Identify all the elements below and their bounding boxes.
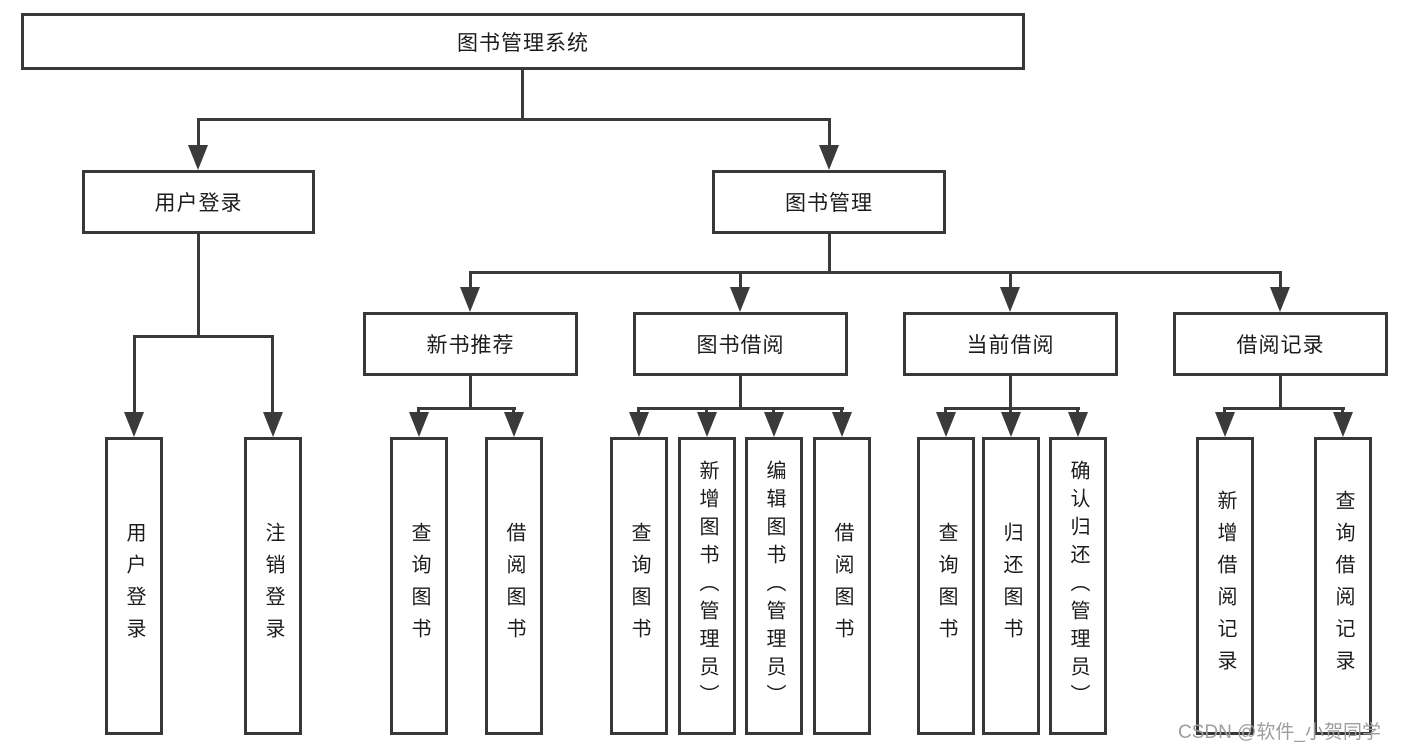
arrow-down-icon [124,412,144,437]
connector-line [739,374,742,410]
leaf-query-books-recommend: 查询图书 [390,437,448,735]
connector-line [197,233,200,338]
connector-line [1223,407,1345,410]
node-new-book-recommendation: 新书推荐 [363,312,578,376]
node-borrowing-records: 借阅记录 [1173,312,1388,376]
leaf-label: 查询图书 [628,522,650,650]
connector-line [705,407,708,416]
leaf-add-books-admin: 新增图书（管理员） [678,437,736,735]
leaf-query-borrow-record: 查询借阅记录 [1314,437,1372,735]
connector-line [512,407,515,416]
leaf-add-borrow-record: 新增借阅记录 [1196,437,1254,735]
leaf-label: 查询图书 [408,522,430,650]
leaf-label: 编辑图书（管理员） [763,460,785,712]
connector-line [944,407,1080,410]
node-label: 新书推荐 [426,334,515,357]
arrow-down-icon [504,412,524,437]
connector-line [1009,374,1012,410]
connector-line [1076,407,1079,416]
arrow-down-icon [1215,412,1235,437]
leaf-label: 查询借阅记录 [1332,490,1354,682]
leaf-label: 用户登录 [123,522,145,650]
leaf-label: 借阅图书 [831,522,853,650]
arrow-down-icon [263,412,283,437]
leaf-label: 借阅图书 [503,522,525,650]
arrow-down-icon [1000,287,1020,312]
leaf-label: 新增借阅记录 [1214,490,1236,682]
node-label: 图书管理系统 [457,31,589,55]
connector-line [469,271,1282,274]
connector-line [1009,407,1012,416]
leaf-borrow-books-recommend: 借阅图书 [485,437,543,735]
arrow-down-icon [697,412,717,437]
node-label: 用户登录 [154,192,243,215]
leaf-label: 新增图书（管理员） [696,460,718,712]
connector-line [521,69,524,120]
leaf-label: 查询图书 [935,522,957,650]
leaf-confirm-return-admin: 确认归还（管理员） [1049,437,1107,735]
watermark: CSDN @软件_小贺同学 [1178,722,1381,743]
leaf-logout: 注销登录 [244,437,302,735]
connector-line [417,407,420,416]
connector-line [417,407,516,410]
leaf-query-books-borrow: 查询图书 [610,437,668,735]
arrow-down-icon [1001,412,1021,437]
leaf-edit-books-admin: 编辑图书（管理员） [745,437,803,735]
arrow-down-icon [832,412,852,437]
connector-line [469,271,472,291]
connector-line [637,407,640,416]
connector-line [828,118,831,150]
connector-line [1279,271,1282,291]
arrow-down-icon [1333,412,1353,437]
arrow-down-icon [764,412,784,437]
arrow-down-icon [188,145,208,170]
connector-line [133,335,136,415]
connector-line [772,407,775,416]
connector-line [1341,407,1344,416]
connector-line [469,374,472,410]
node-label: 图书借阅 [696,334,785,357]
arrow-down-icon [629,412,649,437]
leaf-label: 注销登录 [262,522,284,650]
node-current-borrowing: 当前借阅 [903,312,1118,376]
connector-line [133,335,274,338]
arrow-down-icon [409,412,429,437]
leaf-label: 归还图书 [1000,522,1022,650]
node-label: 当前借阅 [966,334,1055,357]
node-user-login: 用户登录 [82,170,315,234]
arrow-down-icon [730,287,750,312]
node-book-management: 图书管理 [712,170,946,234]
arrow-down-icon [819,145,839,170]
arrow-down-icon [460,287,480,312]
leaf-return-books: 归还图书 [982,437,1040,735]
connector-line [840,407,843,416]
connector-line [1223,407,1226,416]
connector-line [271,335,274,415]
connector-line [197,118,831,121]
leaf-user-login: 用户登录 [105,437,163,735]
node-book-borrowing: 图书借阅 [633,312,848,376]
connector-line [828,233,831,274]
node-label: 图书管理 [785,192,873,215]
connector-line [1009,271,1012,291]
connector-line [739,271,742,291]
leaf-query-books-current: 查询图书 [917,437,975,735]
arrow-down-icon [1068,412,1088,437]
leaf-borrow-books: 借阅图书 [813,437,871,735]
arrow-down-icon [1270,287,1290,312]
arrow-down-icon [936,412,956,437]
node-label: 借阅记录 [1236,334,1325,357]
connector-line [637,407,844,410]
leaf-label: 确认归还（管理员） [1067,460,1089,712]
node-library-system: 图书管理系统 [21,13,1025,70]
connector-line [197,118,200,150]
connector-line [944,407,947,416]
connector-line [1279,374,1282,410]
